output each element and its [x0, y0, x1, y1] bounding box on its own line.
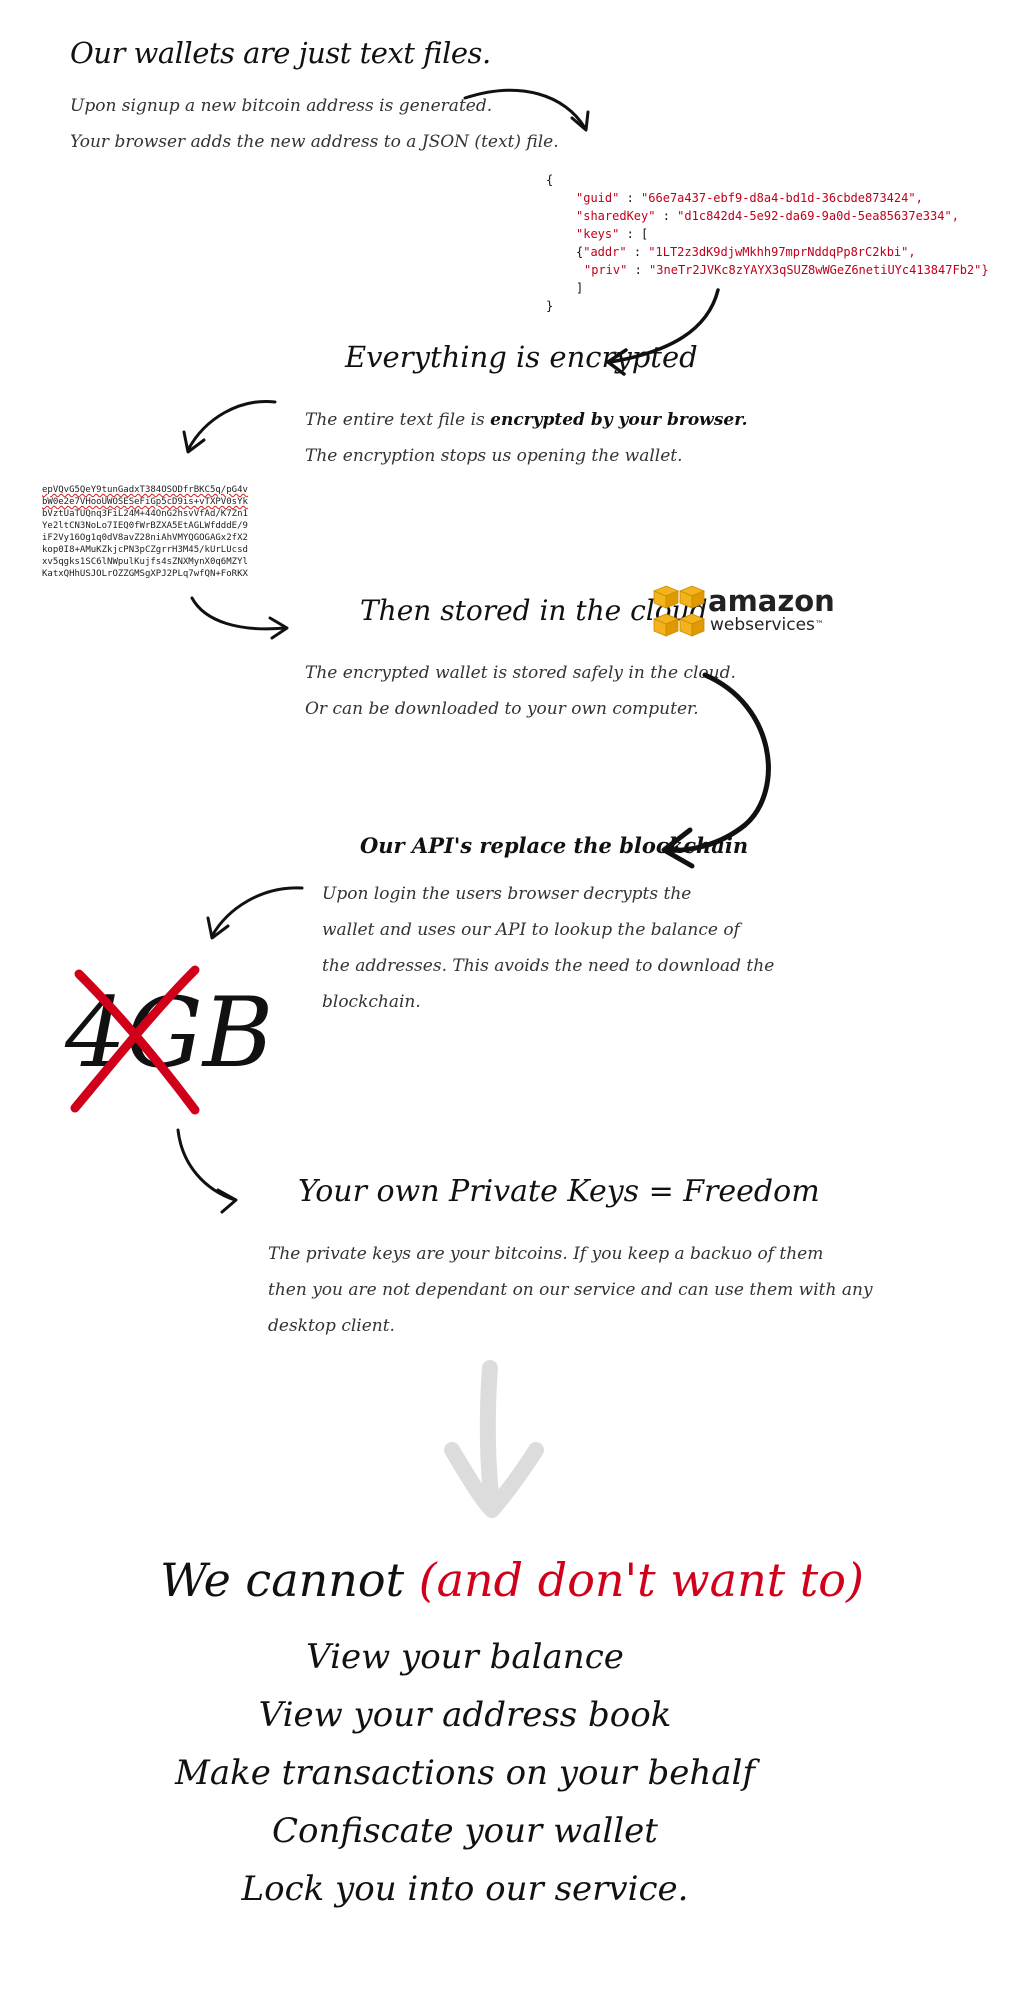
- cipher-line: Ye2ltCN3NoLo7IEQ0fWrBZXA5EtAGLWfdddE/9: [42, 521, 248, 531]
- cipher-line: xv5qgks1SC6lNWpulKujfs4sZNXMynX0q6MZYl: [42, 557, 248, 567]
- section2-line: The encryption stops us opening the wall…: [305, 446, 683, 466]
- json-keys-open: : [: [626, 227, 649, 241]
- section2-line: The entire text file is encrypted by you…: [305, 410, 748, 430]
- red-cross-icon: [70, 965, 200, 1115]
- json-addr-value: "1LT2z3dK9djwMkhh97mprNddqPp8rC2kbi",: [648, 245, 916, 259]
- section4-line: Upon login the users browser decrypts th…: [322, 884, 692, 904]
- trademark-symbol: ™: [814, 620, 824, 630]
- cipher-line: bW0e2e7VHooUWOSESeFiGp5cD9is+vTXPV0sYk: [42, 497, 248, 507]
- cipher-line: bVztUaTUQnq3FiL24M+44OnG2hsvVfAd/K7Zn1: [42, 509, 248, 519]
- section2-title: Everything is encrypted: [345, 340, 698, 374]
- aws-cubes-icon: [652, 585, 706, 637]
- section3-line: The encrypted wallet is stored safely in…: [305, 663, 736, 683]
- json-close-brace: }: [546, 299, 554, 313]
- json-keys-key: "keys": [576, 227, 620, 241]
- section5-title: Your own Private Keys = Freedom: [298, 1174, 820, 1209]
- json-wallet-file: { "guid" : "66e7a437-ebf9-d8a4-bd1d-36cb…: [546, 173, 989, 313]
- section3-title: Then stored in the cloud: [360, 594, 708, 627]
- encrypted-wallet-text: epVQvG5QeY9tunGadxT384OSODfrBKC5q/pG4v b…: [42, 472, 248, 580]
- section1-text: Upon signup a new bitcoin address is gen…: [70, 88, 559, 160]
- cipher-line: KatxQHhUSJOLrOZZGMSgXPJ2PLq7wfQN+FoRKX: [42, 569, 248, 579]
- section3-text: The encrypted wallet is stored safely in…: [305, 655, 736, 727]
- json-guid-key: "guid": [576, 191, 620, 205]
- json-priv-key: "priv": [584, 263, 628, 277]
- section4-line: wallet and uses our API to lookup the ba…: [322, 920, 740, 940]
- json-priv-value: "3neTr2JVKc8zYAYX3qSUZ8wWGeZ6netiUYc4138…: [649, 263, 989, 277]
- section4-text: Upon login the users browser decrypts th…: [322, 876, 774, 1020]
- amazon-web-services-logo: amazon webservices™: [652, 584, 842, 644]
- json-open-brace: {: [546, 173, 554, 187]
- json-sharedkey-key: "sharedKey": [576, 209, 656, 223]
- list-item: Make transactions on your behalf: [175, 1753, 755, 1793]
- list-item: View your balance: [306, 1637, 624, 1677]
- section3-line: Or can be downloaded to your own compute…: [305, 699, 699, 719]
- section5-text: The private keys are your bitcoins. If y…: [268, 1236, 873, 1344]
- closing-title-red: (and don't want to): [418, 1553, 864, 1607]
- json-keys-close: ]: [576, 281, 584, 295]
- section4-line: blockchain.: [322, 992, 421, 1012]
- section5-line: then you are not dependant on our servic…: [268, 1280, 873, 1300]
- section2-bold-text: encrypted by your browser.: [490, 410, 748, 430]
- cipher-line: iF2Vy16Og1q0dV8avZ28niAhVMYQGOGAGx2fX2: [42, 533, 248, 543]
- blockchain-size-graphic: 4GB: [55, 960, 275, 1120]
- section5-line: The private keys are your bitcoins. If y…: [268, 1244, 824, 1264]
- json-sharedkey-value: "d1c842d4-5e92-da69-9a0d-5ea85637e334",: [677, 209, 959, 223]
- aws-logo-word-webservices: webservices: [710, 615, 815, 635]
- cannot-list: View your balance View your address book…: [0, 1628, 930, 1918]
- closing-title-black: We cannot: [160, 1553, 419, 1607]
- cipher-line: epVQvG5QeY9tunGadxT384OSODfrBKC5q/pG4v: [42, 485, 248, 495]
- list-item: Lock you into our service.: [241, 1869, 689, 1909]
- aws-logo-word-amazon: amazon: [708, 584, 835, 618]
- closing-title: We cannot (and don't want to): [0, 1550, 1024, 1610]
- cipher-line: kop0I8+AMuKZkjcPN3pCZgrrH3M45/kUrLUcsd: [42, 545, 248, 555]
- section1-line: Upon signup a new bitcoin address is gen…: [70, 96, 493, 116]
- section4-title: Our API's replace the blockchain: [360, 833, 749, 858]
- section4-line: the addresses. This avoids the need to d…: [322, 956, 775, 976]
- section1-title: Our wallets are just text files.: [70, 36, 491, 70]
- json-addr-key: "addr": [583, 245, 627, 259]
- json-guid-value: "66e7a437-ebf9-d8a4-bd1d-36cbde873424",: [641, 191, 923, 205]
- section2-text: The entire text file is encrypted by you…: [305, 402, 748, 474]
- list-item: Confiscate your wallet: [272, 1811, 658, 1851]
- section5-line: desktop client.: [268, 1316, 395, 1336]
- section1-line: Your browser adds the new address to a J…: [70, 132, 559, 152]
- list-item: View your address book: [258, 1695, 672, 1735]
